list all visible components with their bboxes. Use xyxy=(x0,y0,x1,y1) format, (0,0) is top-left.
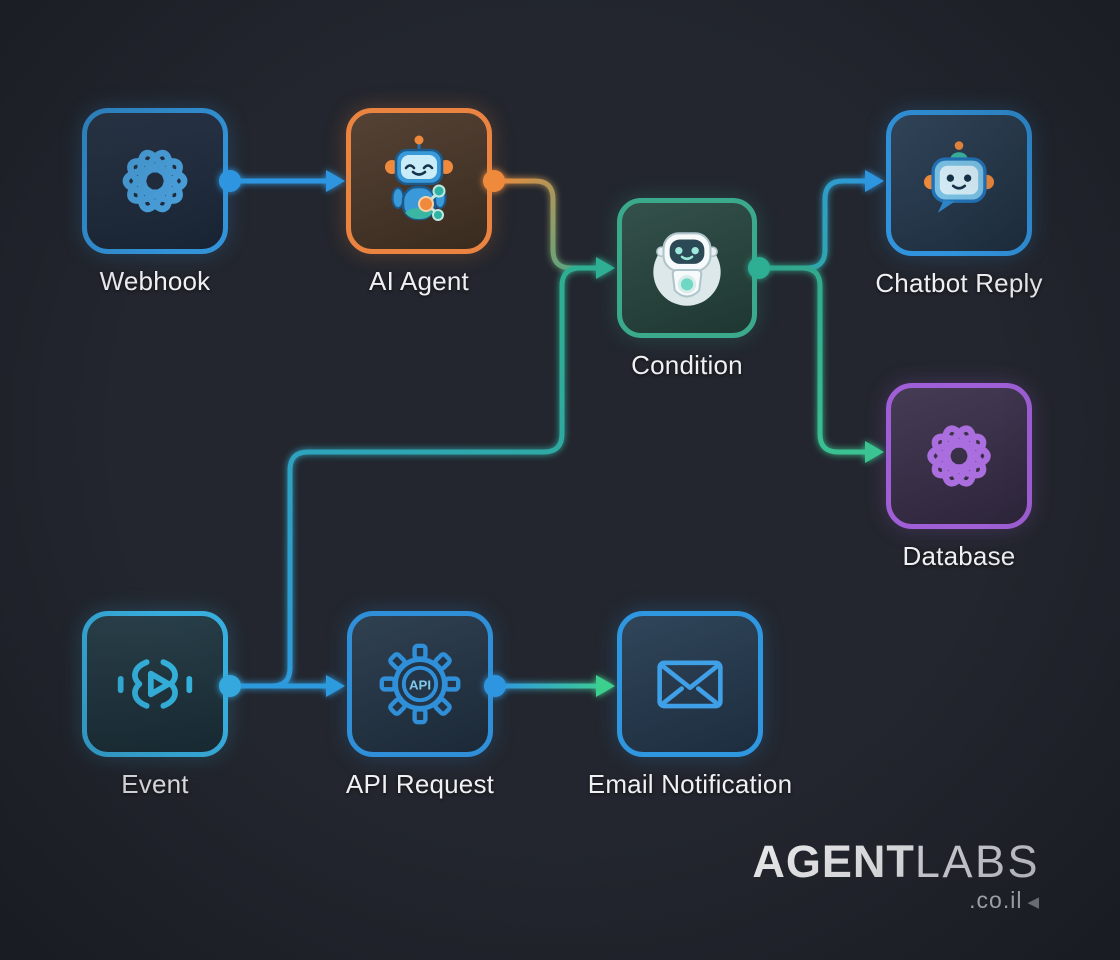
brand-wordmark: AGENTLABS xyxy=(752,839,1040,884)
node-chatbot-reply-box[interactable] xyxy=(886,110,1032,256)
node-ai-agent: AI Agent xyxy=(346,108,492,296)
robot-condition-icon xyxy=(653,232,721,306)
logo-text-bold: AGENT xyxy=(752,836,915,887)
node-label-database: Database xyxy=(902,541,1016,571)
arrowhead-into-condition xyxy=(596,257,615,279)
envelope-icon xyxy=(657,660,723,709)
chatbot-icon xyxy=(923,141,995,213)
logo-text-light: LABS xyxy=(914,836,1040,887)
node-api-request-box[interactable]: API xyxy=(347,611,493,757)
knot-icon xyxy=(122,149,188,213)
node-label-chatbot-reply: Chatbot Reply xyxy=(875,268,1043,298)
arrowhead-into-email xyxy=(596,675,615,697)
logo-domain-text: .co.il xyxy=(969,887,1023,913)
event-icon xyxy=(117,659,193,709)
node-label-event: Event xyxy=(121,769,189,799)
arrowhead-into-api-request xyxy=(326,675,345,697)
brand-domain-row: .co.il◀ xyxy=(752,887,1040,914)
api-gear-icon: API xyxy=(379,643,461,725)
robot-agent-icon xyxy=(385,135,453,221)
node-ai-agent-box[interactable] xyxy=(346,108,492,254)
arrowhead-into-chatbot-reply xyxy=(865,170,884,192)
arrowhead-into-database xyxy=(865,441,884,463)
cursor-triangle-icon: ◀ xyxy=(1027,894,1040,911)
node-label-api-request: API Request xyxy=(345,769,495,799)
node-label-condition: Condition xyxy=(631,350,743,380)
node-condition: Condition xyxy=(617,198,757,380)
node-event: Event xyxy=(82,611,228,799)
node-email-notification: Email Notification xyxy=(588,611,792,799)
node-label-email-notification: Email Notification xyxy=(587,769,793,799)
node-label-webhook: Webhook xyxy=(99,266,211,296)
node-webhook-box[interactable] xyxy=(82,108,228,254)
api-icon-text: API xyxy=(409,677,431,692)
node-database-box[interactable] xyxy=(886,383,1032,529)
node-condition-box[interactable] xyxy=(617,198,757,338)
node-label-ai-agent: AI Agent xyxy=(369,266,469,296)
brand-logo: AGENTLABS .co.il◀ xyxy=(752,839,1040,914)
edge-ai-agent-condition xyxy=(491,178,599,271)
node-webhook: Webhook xyxy=(82,108,228,296)
edge-condition-chatbot-reply xyxy=(756,178,868,271)
edge-condition-database xyxy=(756,265,868,455)
node-email-notification-box[interactable] xyxy=(617,611,763,757)
node-api-request: API API Request xyxy=(346,611,494,799)
node-chatbot-reply: Chatbot Reply xyxy=(875,110,1042,298)
knot-icon xyxy=(927,425,991,487)
node-database: Database xyxy=(886,383,1032,571)
node-event-box[interactable] xyxy=(82,611,228,757)
arrowhead-into-ai-agent xyxy=(326,170,345,192)
